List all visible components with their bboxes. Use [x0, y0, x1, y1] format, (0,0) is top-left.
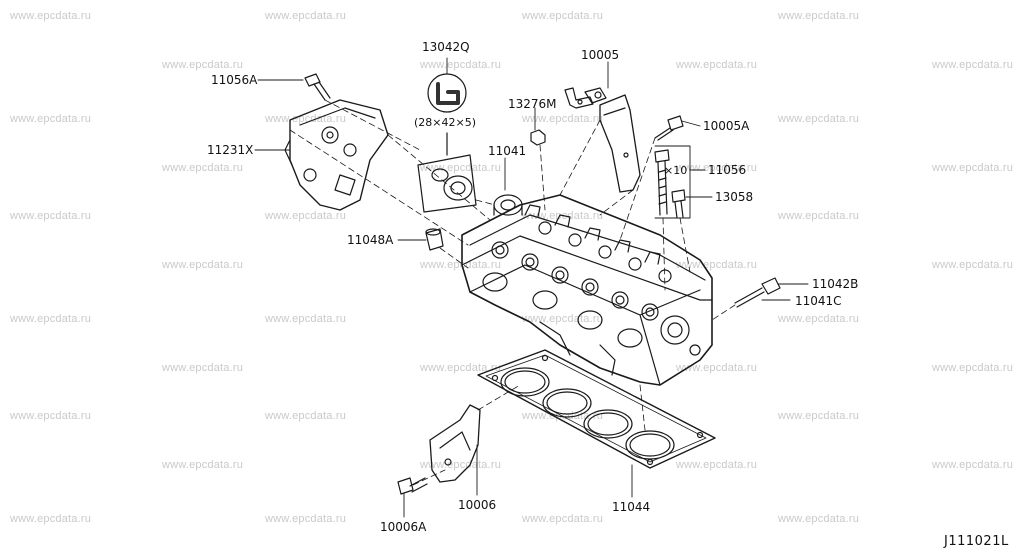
part-label-11231x[interactable]: 11231X: [207, 143, 254, 157]
cylinder-head: [461, 194, 713, 386]
watermark-text: www.epcdata.ru: [676, 59, 758, 71]
bracket-10006: [429, 404, 481, 483]
part-label-11042b[interactable]: 11042B: [812, 277, 859, 291]
watermark-text: www.epcdata.ru: [676, 362, 758, 374]
bolt-count-note: ×10: [664, 164, 688, 177]
watermark-text: www.epcdata.ru: [932, 162, 1014, 174]
part-label-13058[interactable]: 13058: [715, 190, 754, 204]
watermark-text: www.epcdata.ru: [676, 259, 758, 271]
watermark-text: www.epcdata.ru: [778, 513, 860, 525]
watermark-text: www.epcdata.ru: [162, 362, 244, 374]
bracket-13276m: [564, 87, 594, 109]
plug-11048a: [425, 228, 444, 251]
watermark-text: www.epcdata.ru: [778, 10, 860, 22]
watermark-text: www.epcdata.ru: [420, 162, 502, 174]
stud-11041c: [734, 277, 781, 308]
bolt-11056a: [304, 73, 331, 101]
part-label-11048a[interactable]: 11048A: [347, 233, 394, 247]
watermark-text: www.epcdata.ru: [778, 410, 860, 422]
engine-mount-bracket: [284, 99, 389, 211]
watermark-text: www.epcdata.ru: [522, 313, 604, 325]
watermark-text: www.epcdata.ru: [10, 113, 92, 125]
watermark-text: www.epcdata.ru: [265, 210, 347, 222]
watermark-text: www.epcdata.ru: [162, 459, 244, 471]
seal-13042q: [427, 73, 467, 113]
assembly-lines: [289, 99, 736, 486]
watermark-text: www.epcdata.ru: [265, 410, 347, 422]
watermark-text: www.epcdata.ru: [10, 210, 92, 222]
watermark-text: www.epcdata.ru: [676, 162, 758, 174]
part-label-11041c[interactable]: 11041C: [795, 294, 842, 308]
watermark-text: www.epcdata.ru: [932, 259, 1014, 271]
watermark-text: www.epcdata.ru: [778, 313, 860, 325]
watermark-text: www.epcdata.ru: [265, 10, 347, 22]
bolt-13058: [671, 189, 686, 219]
part-label-10005a[interactable]: 10005A: [703, 119, 750, 133]
watermark-text: www.epcdata.ru: [932, 459, 1014, 471]
watermark-text: www.epcdata.ru: [10, 513, 92, 525]
watermark-text: www.epcdata.ru: [265, 313, 347, 325]
part-label-11044[interactable]: 11044: [612, 500, 651, 514]
watermark-text: www.epcdata.ru: [522, 113, 604, 125]
watermark-text: www.epcdata.ru: [420, 459, 502, 471]
watermark-text: www.epcdata.ru: [162, 259, 244, 271]
watermark-text: www.epcdata.ru: [162, 162, 244, 174]
watermark-text: www.epcdata.ru: [676, 459, 758, 471]
part-label-13276m[interactable]: 13276M: [508, 97, 557, 111]
leader-lines: [254, 57, 809, 518]
watermark-text: www.epcdata.ru: [522, 10, 604, 22]
diagram-code: J111021L: [944, 534, 1009, 549]
part-label-11056a[interactable]: 11056A: [211, 73, 258, 87]
watermark-text: www.epcdata.ru: [778, 113, 860, 125]
part-label-10006a[interactable]: 10006A: [380, 520, 427, 534]
watermark-text: www.epcdata.ru: [420, 259, 502, 271]
head-bolts: [654, 145, 691, 219]
watermark-text: www.epcdata.ru: [778, 210, 860, 222]
watermark-text: www.epcdata.ru: [265, 513, 347, 525]
watermark-text: www.epcdata.ru: [10, 10, 92, 22]
bolt-10005a: [654, 115, 684, 141]
part-label-10005[interactable]: 10005: [581, 48, 620, 62]
watermark-text: www.epcdata.ru: [932, 59, 1014, 71]
plug-nut: [530, 129, 546, 146]
part-label-11056[interactable]: 11056: [708, 163, 747, 177]
head-gasket: [477, 349, 716, 469]
watermark-text: www.epcdata.ru: [420, 59, 502, 71]
watermark-text: www.epcdata.ru: [420, 362, 502, 374]
bolt-10006a: [397, 477, 428, 495]
watermark-text: www.epcdata.ru: [10, 410, 92, 422]
watermark-text: www.epcdata.ru: [522, 513, 604, 525]
watermark-text: www.epcdata.ru: [932, 362, 1014, 374]
seal-size-note: (28×42×5): [414, 116, 477, 129]
watermark-text: www.epcdata.ru: [10, 313, 92, 325]
watermark-text: www.epcdata.ru: [162, 59, 244, 71]
part-label-10006[interactable]: 10006: [458, 498, 497, 512]
seal-inset: [417, 132, 477, 213]
watermark-text: www.epcdata.ru: [265, 113, 347, 125]
part-label-11041[interactable]: 11041: [488, 144, 527, 158]
part-label-13042q[interactable]: 13042Q: [422, 40, 470, 54]
